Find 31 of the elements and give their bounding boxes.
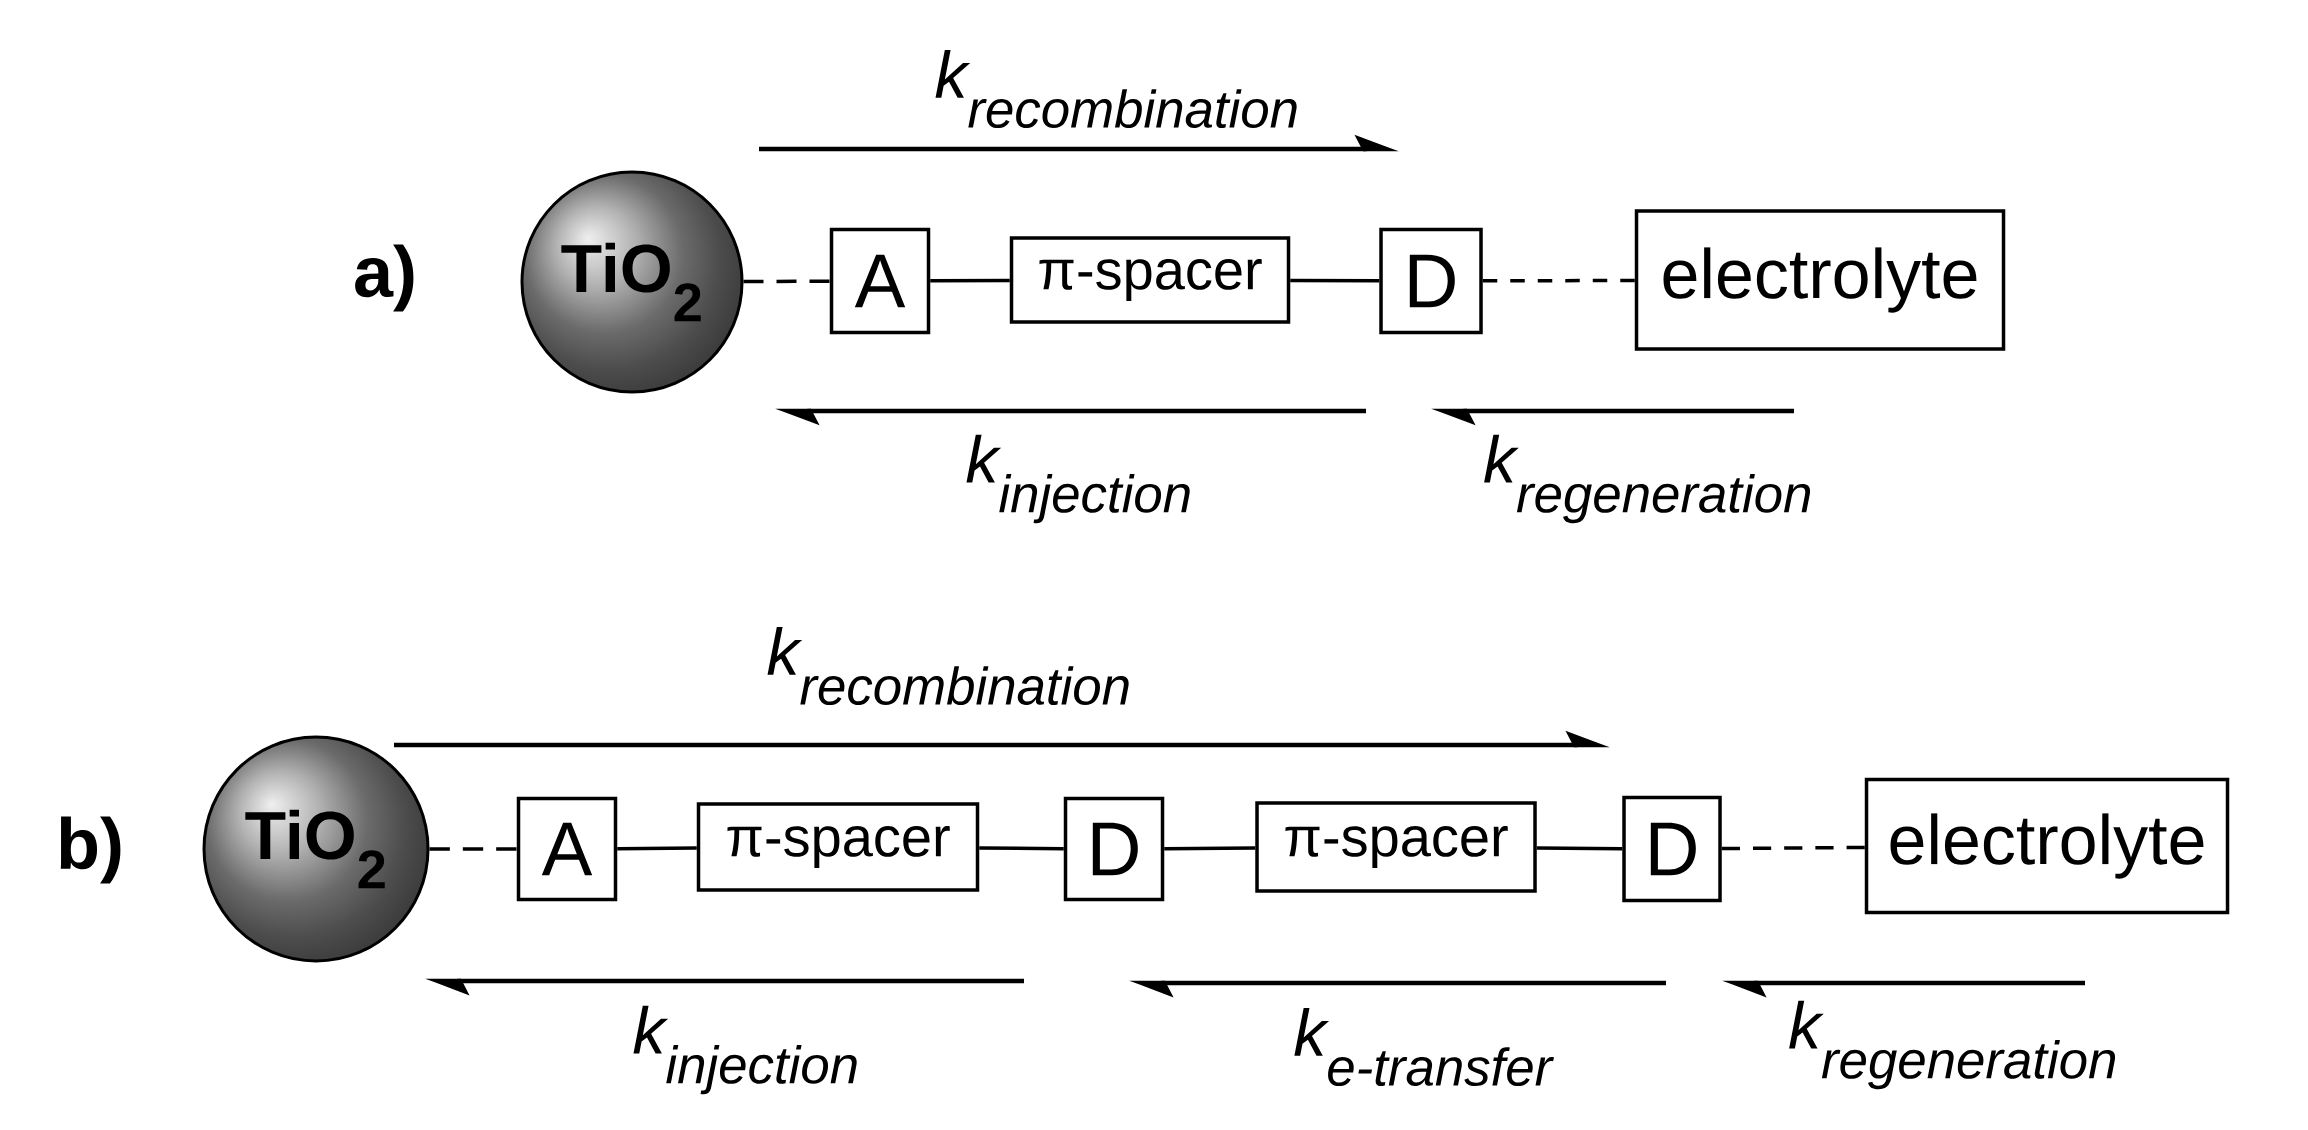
component-box: electrolyte xyxy=(1634,209,2006,351)
component-box: A xyxy=(829,227,931,335)
connector-line xyxy=(1164,846,1256,851)
component-box: D xyxy=(1379,227,1483,335)
component-box: π-spacer xyxy=(1009,236,1291,324)
rate-constant-label: $\textit{k}_{\textit{injection}}$ xyxy=(633,1005,857,1095)
component-box: D xyxy=(1622,795,1722,903)
rate-constant-label: $\textit{k}_{\textit{recombination}}$ xyxy=(767,627,1129,706)
dashed-line xyxy=(743,279,830,284)
rate-constant-label: $\textit{k}_{\textit{e-transfer}}$ xyxy=(1294,1008,1554,1087)
connector-line xyxy=(617,846,697,851)
connector-line xyxy=(979,846,1064,851)
rate-constant-label: $\textit{k}_{\textit{regeneration}}$ xyxy=(1484,434,1811,524)
connector-line xyxy=(930,278,1010,283)
rate-constant-label: $\textit{k}_{\textit{recombination}}$ xyxy=(935,50,1297,128)
component-box: π-spacer xyxy=(1255,801,1537,893)
panel-label: b) xyxy=(60,816,121,884)
rate-constant-label: $\textit{k}_{\textit{regeneration}}$ xyxy=(1789,1000,2116,1090)
rate-constant-label: $\textit{k}_{\textit{injection}}$ xyxy=(966,434,1190,524)
component-box: π-spacer xyxy=(696,802,980,892)
connector-line xyxy=(1290,278,1380,283)
component-box: A xyxy=(516,796,618,902)
dashed-line xyxy=(429,847,517,851)
panel-label: a) xyxy=(355,244,414,312)
sphere: TiO$_{2}$ xyxy=(202,735,430,963)
component-box: D xyxy=(1063,796,1165,902)
sphere: TiO$_{2}$ xyxy=(520,170,744,394)
dashed-line xyxy=(1721,845,1865,851)
connector-line xyxy=(1536,846,1623,851)
dashed-line xyxy=(1482,278,1635,283)
component-box: electrolyte xyxy=(1864,777,2230,915)
